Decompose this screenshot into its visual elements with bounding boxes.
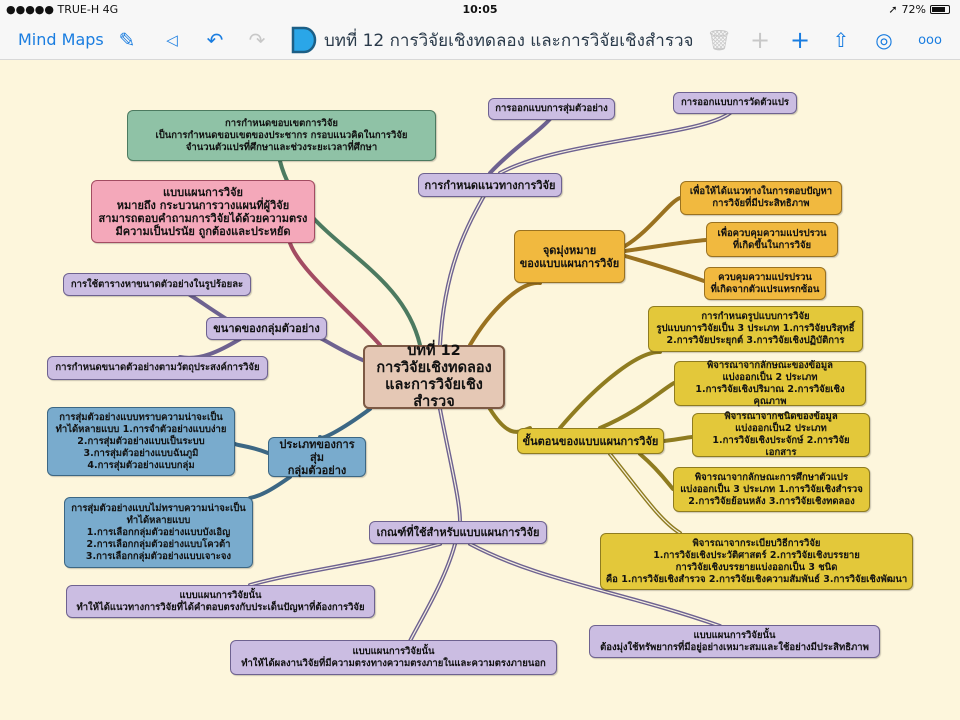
add-icon[interactable]: + — [749, 26, 771, 54]
criteria-item[interactable]: แบบแผนการวิจัยนั้น ทำให้ได้แนวทางการวิจั… — [66, 585, 375, 618]
trash-icon[interactable]: 🗑 — [706, 28, 732, 52]
mind-maps-back-button[interactable]: Mind Maps — [18, 30, 104, 49]
topic-research-guideline[interactable]: การกำหนดแนวทางการวิจัย — [418, 173, 562, 197]
criteria-item[interactable]: แบบแผนการวิจัยนั้น ทำให้ได้ผลงานวิจัยที่… — [230, 640, 557, 675]
status-bar: ●●●●● TRUE-H 4G 10:05 ➚ 72% — [0, 0, 960, 20]
collapse-icon[interactable]: ◁ — [166, 31, 178, 49]
step-item[interactable]: พิจารณาจากลักษณะของข้อมูล แบ่งออกเป็น 2 … — [674, 360, 866, 407]
add-child-icon[interactable]: + — [789, 26, 811, 54]
subtopic-probability-sampling[interactable]: การสุ่มตัวอย่างแบบทราบความน่าจะเป็น ทำได… — [47, 407, 235, 476]
subtopic-sample-size-item[interactable]: การใช้ตารางหาขนาดตัวอย่างในรูปร้อยละ — [63, 273, 251, 296]
battery-status: ➚ 72% — [888, 3, 950, 16]
map-style-icon — [291, 26, 317, 54]
subtopic-sampling-design[interactable]: การออกแบบการสุ่มตัวอย่าง — [488, 98, 615, 120]
step-item[interactable]: พิจารณาจากลักษณะการศึกษาตัวแปร แบ่งออกเป… — [673, 467, 870, 512]
subtopic-variable-measurement[interactable]: การออกแบบการวัดตัวแปร — [673, 92, 797, 114]
undo-icon[interactable]: ↶ — [206, 28, 224, 52]
objective-item[interactable]: ควบคุมความแปรปรวน ที่เกิดจากตัวแปรแทรกซ้… — [704, 267, 826, 300]
share-icon[interactable]: ⇧ — [832, 28, 850, 52]
toolbar: Mind Maps ✎ ◁ ↶ ↷ บทที่ 12 การวิจัยเชิงท… — [0, 20, 960, 60]
objective-item[interactable]: เพื่อควบคุมความแปรปรวน ที่เกิดขึ้นในการว… — [706, 222, 838, 257]
objective-item[interactable]: เพื่อให้ได้แนวทางในการตอบปัญหา การวิจัยท… — [680, 181, 842, 215]
topic-research-design-definition[interactable]: แบบแผนการวิจัย หมายถึง กระบวนการวางแผนที… — [91, 180, 315, 243]
location-icon: ➚ — [888, 3, 898, 16]
central-topic[interactable]: บทที่ 12 การวิจัยเชิงทดลอง และการวิจัยเช… — [363, 343, 505, 410]
edit-icon[interactable]: ✎ — [118, 28, 136, 52]
topic-research-scope[interactable]: การกำหนดขอบเขตการวิจัย เป็นการกำหนดขอบเข… — [127, 110, 436, 161]
battery-percent: 72% — [901, 3, 926, 16]
title-text: บทที่ 12 การวิจัยเชิงทดลอง และการวิจัยเช… — [324, 30, 694, 51]
mind-map-canvas[interactable]: บทที่ 12 การวิจัยเชิงทดลอง และการวิจัยเช… — [0, 61, 960, 720]
redo-icon[interactable]: ↷ — [248, 28, 266, 52]
topic-design-criteria[interactable]: เกณฑ์ที่ใช้สำหรับแบบแผนการวิจัย — [369, 521, 547, 544]
step-item[interactable]: พิจารณาจากชนิดของข้อมูล แบ่งออกเป็น2 ประ… — [692, 411, 870, 458]
subtopic-nonprobability-sampling[interactable]: การสุ่มตัวอย่างแบบไม่ทราบความน่าจะเป็น ท… — [64, 497, 253, 568]
criteria-item[interactable]: แบบแผนการวิจัยนั้น ต้องมุ่งใช้ทรัพยากรที… — [589, 625, 880, 658]
palette-icon[interactable]: ◎ — [875, 28, 893, 52]
clock: 10:05 — [462, 3, 498, 16]
battery-icon — [930, 5, 950, 14]
topic-sample-size[interactable]: ขนาดของกลุ่มตัวอย่าง — [206, 317, 327, 340]
more-icon[interactable]: ooo — [918, 32, 942, 48]
subtopic-sample-size-item[interactable]: การกำหนดขนาดตัวอย่างตามวัตถุประสงค์การวิ… — [47, 356, 268, 380]
step-item[interactable]: พิจารณาจากระเบียบวิธีการวิจัย 1.การวิจัย… — [600, 533, 913, 590]
step-item[interactable]: การกำหนดรูปแบบการวิจัย รูปแบบการวิจัยเป็… — [648, 306, 863, 352]
topic-objectives[interactable]: จุดมุ่งหมาย ของแบบแผนการวิจัย — [514, 230, 625, 283]
topic-sampling-types[interactable]: ประเภทของการสุ่ม กลุ่มตัวอย่าง — [268, 437, 366, 477]
carrier: ●●●●● TRUE-H 4G — [6, 3, 119, 16]
topic-design-steps[interactable]: ขั้นตอนของแบบแผนการวิจัย — [517, 428, 664, 454]
document-title[interactable]: บทที่ 12 การวิจัยเชิงทดลอง และการวิจัยเช… — [290, 25, 693, 55]
